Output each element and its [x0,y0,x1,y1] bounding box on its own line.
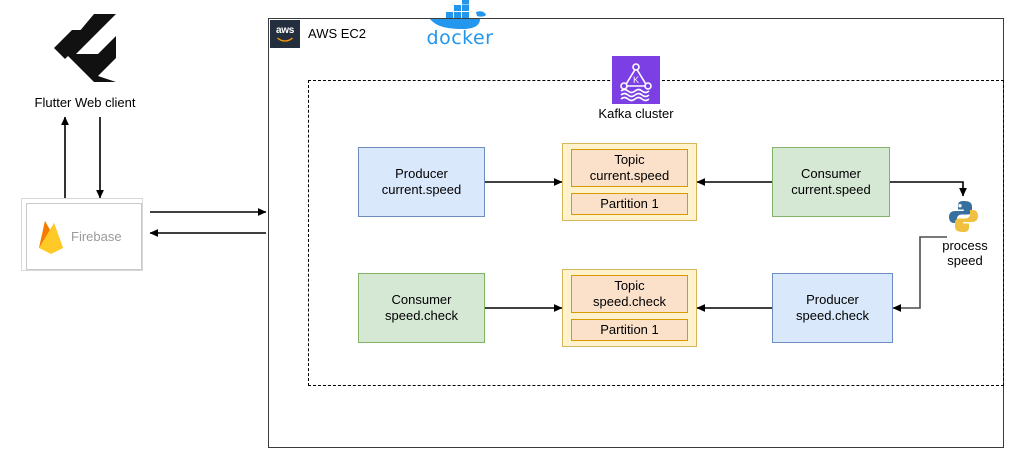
firebase-label: Firebase [71,229,122,244]
topic-title: Topic speed.check [571,275,688,313]
topic-current-speed[interactable]: Topic current.speed Partition 1 [562,143,697,221]
python-label-line2: speed [947,253,983,268]
python-logo [949,201,978,232]
node-line2: current.speed [791,182,871,197]
firebase-logo [39,220,63,254]
kafka-cluster-label: Kafka cluster [598,106,674,121]
topic-title-line1: Topic [614,278,645,293]
topic-title: Topic current.speed [571,149,688,187]
python-process-label: process speed [920,238,1010,268]
topic-title-line1: Topic [614,152,645,167]
kafka-logo: K [612,56,660,104]
docker-wordmark: docker [426,27,494,49]
node-producer-current-speed[interactable]: Producer current.speed [358,147,485,217]
svg-text:K: K [633,75,639,85]
aws-badge-text: aws [275,25,294,36]
node-line2: speed.check [796,308,869,323]
topic-partition: Partition 1 [571,193,688,215]
docker-logo [430,0,486,29]
topic-title-line2: speed.check [593,294,666,309]
arrow-consumer-current-to-python [890,181,967,197]
node-line1: Producer [806,292,859,307]
aws-logo: aws [270,20,300,48]
node-consumer-current-speed[interactable]: Consumer current.speed [772,147,890,217]
node-line1: Consumer [391,292,452,307]
topic-speed-check[interactable]: Topic speed.check Partition 1 [562,269,697,347]
topic-title-line2: current.speed [589,168,670,183]
node-line2: current.speed [381,182,462,197]
arrow-python-to-producer-speedcheck [892,236,947,312]
node-line1: Consumer [801,166,861,181]
flutter-logo [54,14,116,82]
node-line1: Producer [395,166,448,181]
flutter-client-label: Flutter Web client [34,95,136,110]
node-producer-speed-check[interactable]: Producer speed.check [772,273,893,343]
node-consumer-speed-check[interactable]: Consumer speed.check [358,273,485,343]
firebase-node[interactable]: Firebase [21,198,143,271]
node-line2: speed.check [385,308,458,323]
topic-partition: Partition 1 [571,319,688,341]
python-label-line1: process [942,238,988,253]
aws-ec2-label: AWS EC2 [308,26,367,41]
aws-smile-icon [277,37,293,42]
